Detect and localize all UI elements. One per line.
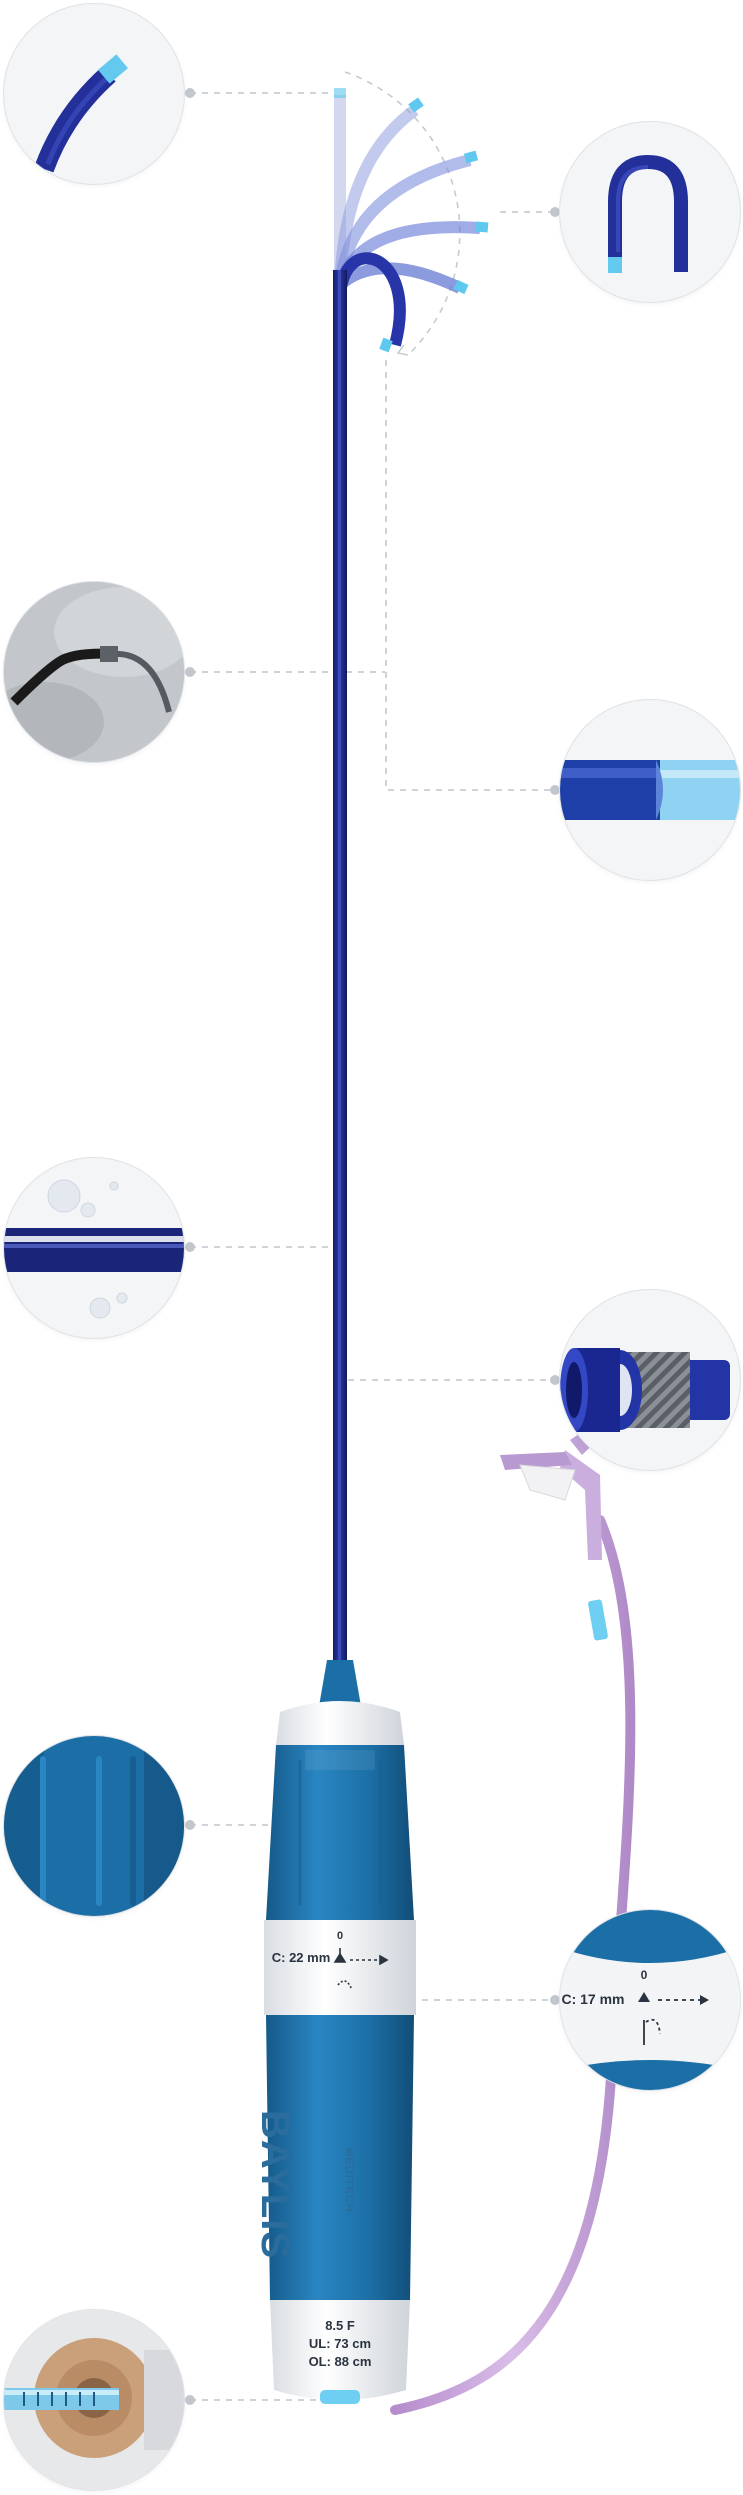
zoom-dial-zero: 0 <box>640 1968 648 1982</box>
callout-hub <box>4 2310 184 2490</box>
handle-curve-label: C: 22 mm <box>271 1950 331 1965</box>
handle-usable-length: UL: 73 cm <box>308 2336 372 2351</box>
handle-brand-logo: BAYLIS <box>253 2110 297 2260</box>
handle-dial-marks <box>333 1948 389 1991</box>
callout-fluoroscopy <box>4 582 184 762</box>
callout-tip-closeup <box>4 4 184 184</box>
deflection-arc-arrowhead <box>396 344 409 356</box>
ghost-tip-ends <box>334 88 489 353</box>
callout-marker-band <box>560 700 740 880</box>
strain-relief <box>318 1660 362 1712</box>
handle-dial-zero: 0 <box>336 1930 344 1942</box>
callout-coating <box>4 1158 184 1338</box>
deflection-arc <box>344 71 461 356</box>
handle-overall-length: OL: 88 cm <box>308 2354 372 2369</box>
handle-brand-sub: MEDITECH <box>343 2147 355 2213</box>
callout-handle-grip <box>4 1736 184 1916</box>
handle <box>264 1701 416 2404</box>
tubing-collar <box>588 1599 608 1641</box>
leader-dots <box>185 88 560 2405</box>
callout-deflected-curve <box>560 122 740 302</box>
callout-braided-shaft <box>560 1290 740 1470</box>
leader-line-marker-band <box>385 360 555 791</box>
zoom-curve-label: C: 17 mm <box>561 1991 625 2007</box>
callout-curve-dial: 0 C: 17 mm <box>560 1910 740 2090</box>
handle-size-label: 8.5 F <box>325 2318 355 2333</box>
